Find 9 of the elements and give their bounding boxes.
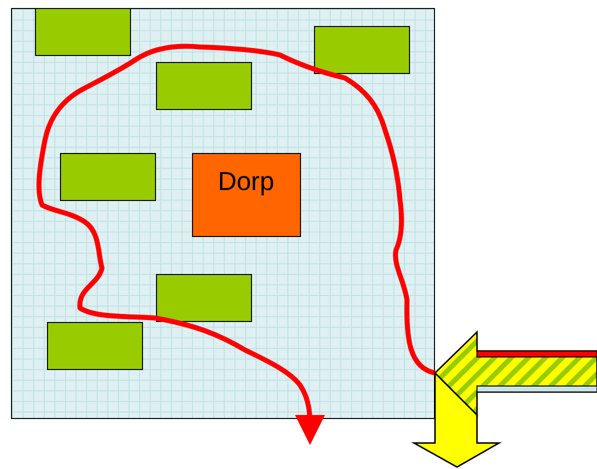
building-block: [314, 26, 410, 74]
village-box: [192, 152, 300, 236]
building-block: [34, 8, 130, 56]
building-block: [60, 152, 156, 200]
village-label: Dorp: [216, 166, 276, 196]
building-block: [46, 322, 142, 370]
building-block: [156, 274, 252, 322]
building-block: [156, 62, 252, 110]
map-area: [11, 8, 435, 419]
